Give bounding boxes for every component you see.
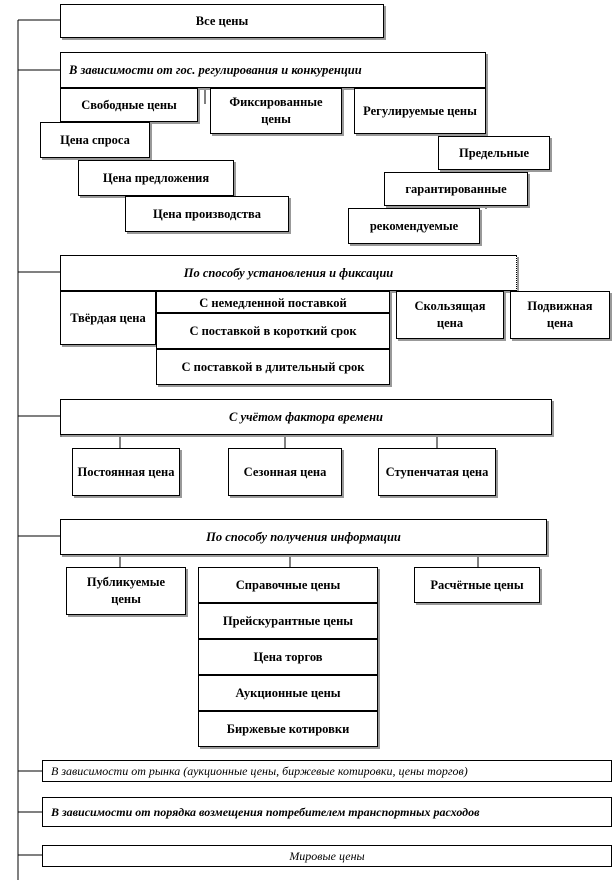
- node-reference-prices: Справочные цены: [198, 567, 378, 603]
- node-firm-price: Твёрдая цена: [60, 291, 156, 345]
- node-sliding-price: Скользящая цена: [396, 291, 504, 339]
- node-demand-price: Цена спроса: [40, 122, 150, 158]
- node-marginal: Предельные: [438, 136, 550, 170]
- node-published-prices: Публикуемые цены: [66, 567, 186, 615]
- category-by-transport-costs: В зависимости от порядка возмещения потр…: [42, 797, 612, 827]
- node-long-term-delivery: С поставкой в длительный срок: [156, 349, 390, 385]
- node-free-prices: Свободные цены: [60, 88, 198, 122]
- node-calculated-prices: Расчётные цены: [414, 567, 540, 603]
- node-regulated-prices: Регулируемые цены: [354, 88, 486, 134]
- section-by-fixation-title: По способу установления и фиксации: [60, 255, 517, 291]
- section-by-information-title: По способу получения информации: [60, 519, 547, 555]
- node-tender-price: Цена торгов: [198, 639, 378, 675]
- node-constant-price: Постоянная цена: [72, 448, 180, 496]
- node-seasonal-price: Сезонная цена: [228, 448, 342, 496]
- section-by-regulation-title: В зависимости от гос. регулирования и ко…: [60, 52, 486, 88]
- node-immediate-delivery: С немедленной поставкой: [156, 291, 390, 313]
- node-price-list-prices: Прейскурантные цены: [198, 603, 378, 639]
- category-world-prices: Мировые цены: [42, 845, 612, 867]
- node-recommended: рекомендуемые: [348, 208, 480, 244]
- node-supply-price: Цена предложения: [78, 160, 234, 196]
- node-production-price: Цена производства: [125, 196, 289, 232]
- category-by-market: В зависимости от рынка (аукционные цены,…: [42, 760, 612, 782]
- node-short-term-delivery: С поставкой в короткий срок: [156, 313, 390, 349]
- node-flexible-price: Подвижная цена: [510, 291, 610, 339]
- node-auction-prices: Аукционные цены: [198, 675, 378, 711]
- section-by-time-title: С учётом фактора времени: [60, 399, 552, 435]
- node-guaranteed: гарантированные: [384, 172, 528, 206]
- node-exchange-quotes: Биржевые котировки: [198, 711, 378, 747]
- root-all-prices: Все цены: [60, 4, 384, 38]
- node-stepped-price: Ступенчатая цена: [378, 448, 496, 496]
- node-fixed-prices: Фиксированные цены: [210, 88, 342, 134]
